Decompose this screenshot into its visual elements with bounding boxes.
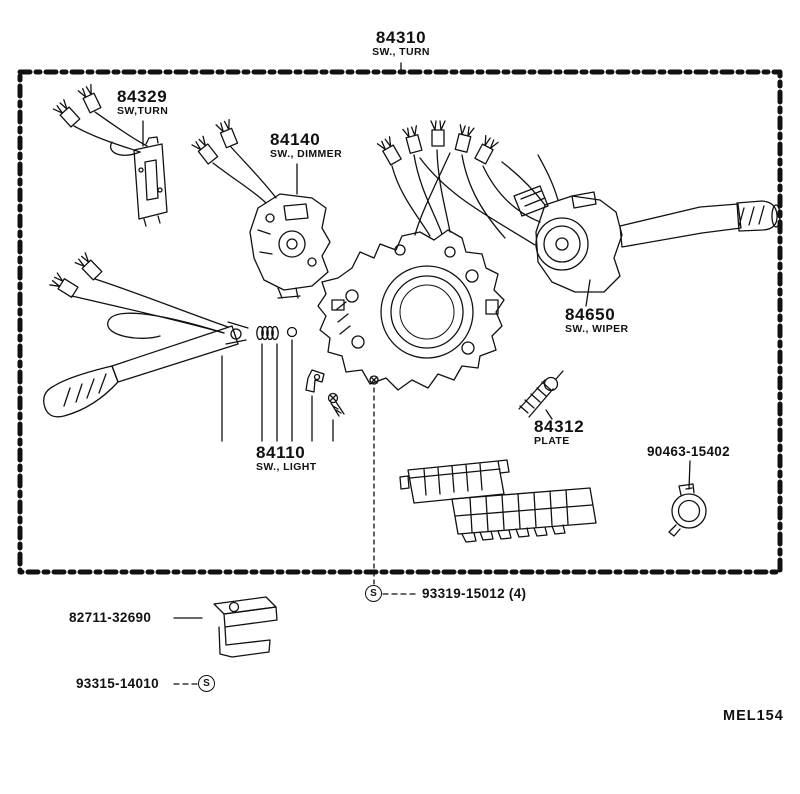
part-label-84110: 84110 SW., LIGHT [256, 443, 317, 474]
turn-lever-drawing [43, 252, 249, 418]
turn-switch-84329-drawing [52, 84, 168, 227]
part-number: 84140 [270, 130, 321, 149]
part-label-84310: 84310 SW., TURN [336, 28, 466, 59]
part-label-84650: 84650 SW., WIPER [565, 305, 629, 336]
part-desc: SW., TURN [372, 46, 430, 59]
part-label-84329: 84329 SW,TURN [117, 87, 169, 118]
clamp-90463-drawing [668, 483, 707, 537]
s-symbol-93319: S [365, 585, 382, 602]
part-desc: SW,TURN [117, 105, 169, 118]
part-label-84312: 84312 PLATE [534, 417, 585, 448]
part-number: 84310 [375, 28, 427, 47]
diagram-border [17, 69, 783, 575]
part-label-93315: 93315-14010 [76, 676, 159, 691]
part-label-84140: 84140 SW., DIMMER [270, 130, 343, 161]
part-number: 84329 [117, 87, 168, 106]
main-housing-drawing [317, 229, 505, 391]
wire-harness-top-drawing [376, 120, 559, 246]
leader-lines [142, 62, 691, 619]
part-number: 84312 [534, 417, 585, 436]
plate-84312-drawing [518, 370, 564, 418]
connector-blocks-drawing [399, 459, 597, 543]
part-desc: SW., LIGHT [256, 461, 317, 474]
dashed-leader-lines [173, 387, 420, 685]
drawing-code: MEL154 [723, 708, 784, 724]
part-label-82711: 82711-32690 [69, 610, 152, 625]
wiper-switch-84650-drawing [513, 185, 781, 293]
part-label-93319: 93319-15012 (4) [422, 586, 527, 601]
dimmer-switch-84140-drawing [191, 118, 331, 299]
part-label-90463: 90463-15402 [647, 444, 730, 459]
part-desc: SW., DIMMER [270, 148, 343, 161]
part-number: 84110 [256, 443, 306, 462]
part-number: 84650 [565, 305, 616, 324]
small-parts-84110-drawing [256, 325, 345, 417]
part-desc: PLATE [534, 435, 570, 448]
s-symbol-93315: S [198, 675, 215, 692]
bracket-82711-drawing [213, 596, 278, 658]
part-desc: SW., WIPER [565, 323, 629, 336]
